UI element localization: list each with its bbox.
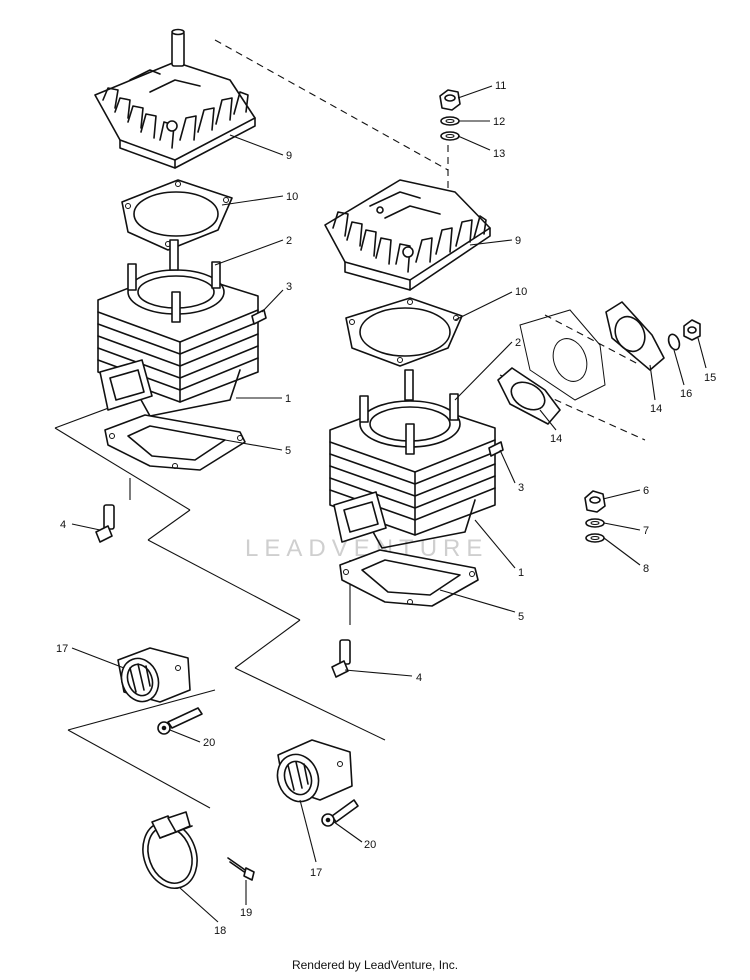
callout-11: 11 bbox=[495, 80, 506, 92]
cylinder-head-left bbox=[94, 28, 256, 169]
callout-9-right: 9 bbox=[515, 235, 521, 247]
callout-20-right: 20 bbox=[364, 839, 376, 851]
callout-2-left: 2 bbox=[286, 235, 292, 247]
nut-washer-set-top bbox=[439, 89, 461, 141]
callout-6: 6 bbox=[643, 485, 649, 497]
intake-flange-right bbox=[276, 739, 353, 803]
callout-10-left: 10 bbox=[286, 191, 298, 203]
cylinder-right bbox=[329, 369, 504, 549]
callout-17-right: 17 bbox=[310, 867, 322, 879]
callout-leaders bbox=[71, 85, 707, 923]
footer-credit: Rendered by LeadVenture, Inc. bbox=[291, 958, 459, 972]
callout-labels: 11 12 13 9 10 2 3 1 5 4 9 10 2 3 1 5 4 1… bbox=[56, 80, 716, 937]
bolt-left bbox=[157, 707, 203, 735]
fitting-right bbox=[331, 639, 351, 678]
exhaust-gasket-rear bbox=[605, 301, 665, 371]
head-gasket-right bbox=[345, 297, 463, 367]
callout-3-right: 3 bbox=[518, 482, 524, 494]
callout-14-front: 14 bbox=[550, 433, 562, 445]
callout-3-left: 3 bbox=[286, 281, 292, 293]
nut-washer-set-right bbox=[584, 490, 606, 543]
exhaust-gasket-outline bbox=[519, 309, 606, 401]
callout-4-left: 4 bbox=[60, 519, 66, 531]
nut-washer-set-exhaust bbox=[667, 319, 701, 351]
callout-7: 7 bbox=[643, 525, 649, 537]
callout-9-left: 9 bbox=[286, 150, 292, 162]
callout-10-right: 10 bbox=[515, 286, 527, 298]
callout-20-left: 20 bbox=[203, 737, 215, 749]
callout-13: 13 bbox=[493, 148, 505, 160]
bolt-right bbox=[321, 799, 359, 827]
callout-12: 12 bbox=[493, 116, 505, 128]
callout-16: 16 bbox=[680, 388, 692, 400]
hose-clamp bbox=[142, 811, 198, 889]
fitting-left bbox=[95, 504, 115, 543]
callout-5-right: 5 bbox=[518, 611, 524, 623]
alignment-lines bbox=[54, 39, 646, 809]
callout-18: 18 bbox=[214, 925, 226, 937]
intake-flange-left bbox=[117, 647, 191, 703]
callout-2-right: 2 bbox=[515, 337, 521, 349]
callout-14-rear: 14 bbox=[650, 403, 662, 415]
cylinder-head-right bbox=[324, 179, 491, 291]
callout-8: 8 bbox=[643, 563, 649, 575]
callout-4-right: 4 bbox=[416, 672, 422, 684]
head-gasket-left bbox=[121, 179, 233, 251]
callout-1-left: 1 bbox=[285, 393, 291, 405]
cylinder-left bbox=[97, 239, 267, 417]
callout-15: 15 bbox=[704, 372, 716, 384]
callout-5-left: 5 bbox=[285, 445, 291, 457]
base-gasket-left bbox=[104, 414, 246, 471]
base-gasket-right bbox=[339, 549, 479, 607]
callout-1-right: 1 bbox=[518, 567, 524, 579]
callout-19: 19 bbox=[240, 907, 252, 919]
clamp-screw bbox=[227, 857, 255, 881]
callout-17-left: 17 bbox=[56, 643, 68, 655]
exhaust-gasket-front bbox=[497, 367, 561, 425]
